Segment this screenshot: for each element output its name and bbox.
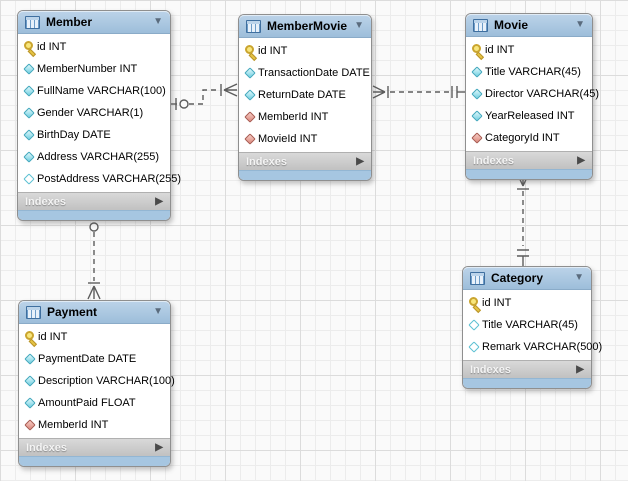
primary-key-icon [244, 45, 256, 57]
indexes-bar[interactable]: Indexes ▶ [463, 360, 591, 378]
column-icon [23, 129, 35, 141]
collapse-arrow-icon[interactable]: ▼ [354, 20, 364, 31]
expand-arrow-icon[interactable]: ▶ [577, 155, 585, 166]
column-row[interactable]: CategoryId INT [466, 127, 592, 149]
expand-arrow-icon[interactable]: ▶ [155, 442, 163, 453]
column-row[interactable]: Address VARCHAR(255) [18, 146, 170, 168]
nullable-column-icon [468, 341, 480, 353]
column-row[interactable]: PostAddress VARCHAR(255) [18, 168, 181, 190]
column-icon [23, 85, 35, 97]
table-footer [239, 170, 371, 180]
table-icon [26, 305, 41, 319]
column-icon [24, 353, 36, 365]
table-membermovie-header[interactable]: MemberMovie ▼ [239, 15, 371, 38]
primary-key-icon [23, 41, 35, 53]
column-row[interactable]: MemberId INT [19, 414, 170, 436]
foreign-key-icon [471, 132, 483, 144]
table-footer [466, 169, 592, 179]
table-category[interactable]: Category ▼ id INT Title VARCHAR(45) Rema… [462, 266, 602, 389]
connector-membermovie-movie[interactable] [372, 85, 465, 99]
column-row[interactable]: Gender VARCHAR(1) [18, 102, 170, 124]
column-row[interactable]: MemberId INT [239, 106, 371, 128]
table-icon [246, 19, 261, 33]
column-row[interactable]: PaymentDate DATE [19, 348, 170, 370]
table-footer [463, 378, 591, 388]
foreign-key-icon [244, 111, 256, 123]
column-icon [23, 63, 35, 75]
primary-key-icon [468, 297, 480, 309]
column-row[interactable]: id INT [466, 39, 592, 61]
column-row[interactable]: BirthDay DATE [18, 124, 170, 146]
table-member[interactable]: Member ▼ id INT MemberNumber INT FullNam… [17, 10, 181, 221]
indexes-bar[interactable]: Indexes ▶ [18, 192, 170, 210]
table-title: Member [46, 15, 93, 29]
column-icon [23, 107, 35, 119]
nullable-column-icon [23, 173, 35, 185]
indexes-bar[interactable]: Indexes ▶ [466, 151, 592, 169]
primary-key-icon [24, 331, 36, 343]
connector-member-membermovie[interactable] [171, 83, 238, 110]
table-movie-header[interactable]: Movie ▼ [466, 14, 592, 37]
table-title: Movie [494, 18, 529, 32]
table-icon [25, 15, 40, 29]
column-row[interactable]: id INT [463, 292, 591, 314]
table-category-header[interactable]: Category ▼ [463, 267, 591, 290]
column-icon [471, 66, 483, 78]
indexes-bar[interactable]: Indexes ▶ [239, 152, 371, 170]
column-row[interactable]: Title VARCHAR(45) [463, 314, 591, 336]
column-icon [471, 88, 483, 100]
column-row[interactable]: Title VARCHAR(45) [466, 61, 592, 83]
collapse-arrow-icon[interactable]: ▼ [153, 16, 163, 27]
primary-key-icon [471, 44, 483, 56]
column-row[interactable]: AmountPaid FLOAT [19, 392, 170, 414]
table-icon [473, 18, 488, 32]
column-icon [244, 67, 256, 79]
column-row[interactable]: ReturnDate DATE [239, 84, 371, 106]
column-row[interactable]: YearReleased INT [466, 105, 592, 127]
column-row[interactable]: Description VARCHAR(100) [19, 370, 175, 392]
foreign-key-icon [24, 419, 36, 431]
column-row[interactable]: id INT [18, 36, 170, 58]
column-row[interactable]: id INT [239, 40, 371, 62]
table-member-header[interactable]: Member ▼ [18, 11, 170, 34]
foreign-key-icon [244, 133, 256, 145]
column-icon [471, 110, 483, 122]
collapse-arrow-icon[interactable]: ▼ [153, 306, 163, 317]
expand-arrow-icon[interactable]: ▶ [155, 196, 163, 207]
column-icon [244, 89, 256, 101]
column-row[interactable]: Director VARCHAR(45) [466, 83, 599, 105]
table-payment-header[interactable]: Payment ▼ [19, 301, 170, 324]
table-payment[interactable]: Payment ▼ id INT PaymentDate DATE Descri… [18, 300, 175, 467]
expand-arrow-icon[interactable]: ▶ [356, 156, 364, 167]
column-row[interactable]: TransactionDate DATE [239, 62, 371, 84]
table-title: Payment [47, 305, 98, 319]
column-row[interactable]: FullName VARCHAR(100) [18, 80, 170, 102]
column-row[interactable]: Remark VARCHAR(500) [463, 336, 602, 358]
column-icon [23, 151, 35, 163]
column-row[interactable]: id INT [19, 326, 170, 348]
column-icon [24, 375, 36, 387]
table-membermovie[interactable]: MemberMovie ▼ id INT TransactionDate DAT… [238, 14, 372, 181]
column-row[interactable]: MemberNumber INT [18, 58, 170, 80]
connector-member-payment[interactable] [87, 213, 101, 300]
connector-movie-category[interactable] [516, 172, 530, 266]
table-footer [18, 210, 170, 220]
nullable-column-icon [468, 319, 480, 331]
table-title: Category [491, 271, 544, 285]
column-row[interactable]: MovieId INT [239, 128, 371, 150]
table-movie[interactable]: Movie ▼ id INT Title VARCHAR(45) Directo… [465, 13, 599, 180]
indexes-bar[interactable]: Indexes ▶ [19, 438, 170, 456]
collapse-arrow-icon[interactable]: ▼ [575, 19, 585, 30]
column-icon [24, 397, 36, 409]
expand-arrow-icon[interactable]: ▶ [576, 364, 584, 375]
collapse-arrow-icon[interactable]: ▼ [574, 272, 584, 283]
table-footer [19, 456, 170, 466]
table-title: MemberMovie [267, 19, 348, 33]
table-icon [470, 271, 485, 285]
